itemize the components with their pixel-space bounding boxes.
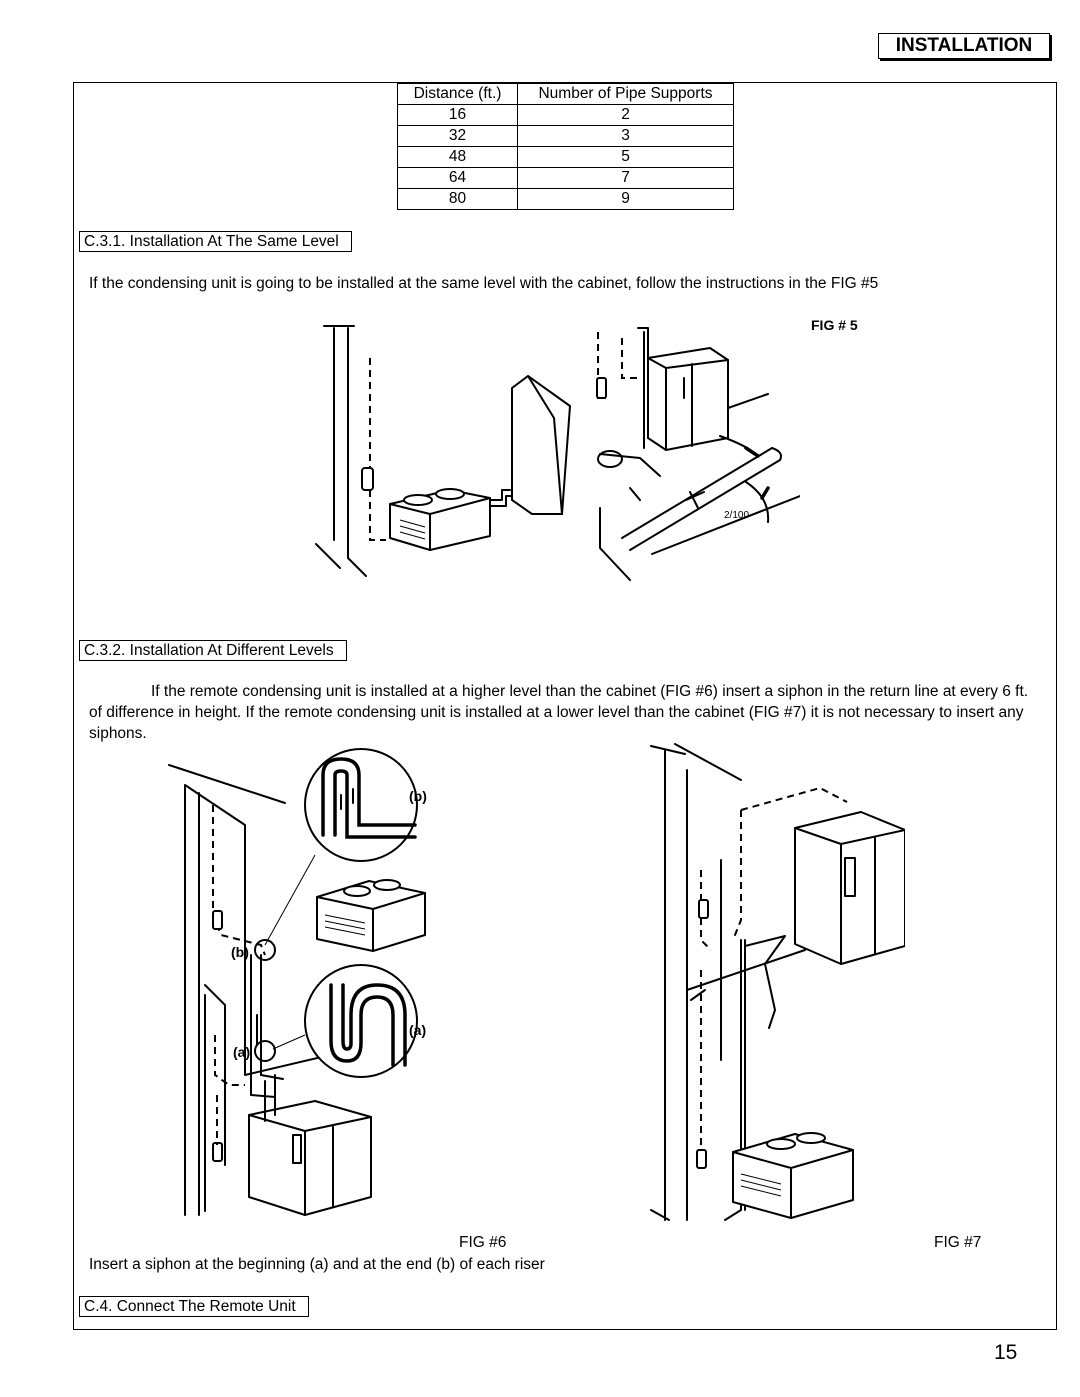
different-levels-paragraph: If the remote condensing unit is install… bbox=[89, 683, 1029, 742]
supports-column-header: Number of Pipe Supports bbox=[517, 83, 734, 105]
table-header-row: Distance (ft.) Number of Pipe Supports bbox=[397, 83, 734, 105]
fig6-mark-b-zoom: (b) bbox=[409, 788, 427, 804]
distance-cell: 16 bbox=[397, 104, 518, 126]
supports-cell: 9 bbox=[517, 188, 734, 210]
content-frame bbox=[73, 82, 1057, 1330]
fig6-mark-b: (b) bbox=[231, 944, 249, 960]
fig6-label: FIG #6 bbox=[459, 1234, 507, 1251]
distance-cell: 64 bbox=[397, 167, 518, 189]
section-heading-connect: C.4. Connect The Remote Unit bbox=[79, 1296, 309, 1317]
distance-cell: 32 bbox=[397, 125, 518, 147]
fig7-illustration bbox=[650, 743, 905, 1221]
supports-cell: 7 bbox=[517, 167, 734, 189]
fig6-mark-a: (a) bbox=[233, 1044, 250, 1060]
fig7-label: FIG #7 bbox=[934, 1234, 982, 1251]
supports-cell: 3 bbox=[517, 125, 734, 147]
fig5-slope-label: 2/100 bbox=[724, 510, 749, 521]
siphon-caption: Insert a siphon at the beginning (a) and… bbox=[89, 1256, 545, 1273]
distance-cell: 80 bbox=[397, 188, 518, 210]
fig6-illustration: (b) (b) (a) (a) bbox=[168, 748, 427, 1216]
same-level-paragraph: If the condensing unit is going to be in… bbox=[89, 275, 879, 292]
fig5-label: FIG # 5 bbox=[811, 317, 858, 333]
distance-column-header: Distance (ft.) bbox=[397, 83, 518, 105]
supports-cell: 5 bbox=[517, 146, 734, 168]
pipe-supports-table: Distance (ft.) Number of Pipe Supports 1… bbox=[397, 83, 734, 210]
fig5-illustration: 2/100 bbox=[315, 325, 800, 581]
fig6-mark-a-zoom: (a) bbox=[409, 1022, 426, 1038]
page-number: 15 bbox=[994, 1341, 1018, 1364]
section-heading-same-level: C.3.1. Installation At The Same Level bbox=[79, 231, 352, 252]
distance-cell: 48 bbox=[397, 146, 518, 168]
supports-cell: 2 bbox=[517, 104, 734, 126]
section-heading-different-levels: C.3.2. Installation At Different Levels bbox=[79, 640, 347, 661]
page-section-title: INSTALLATION bbox=[878, 33, 1050, 59]
